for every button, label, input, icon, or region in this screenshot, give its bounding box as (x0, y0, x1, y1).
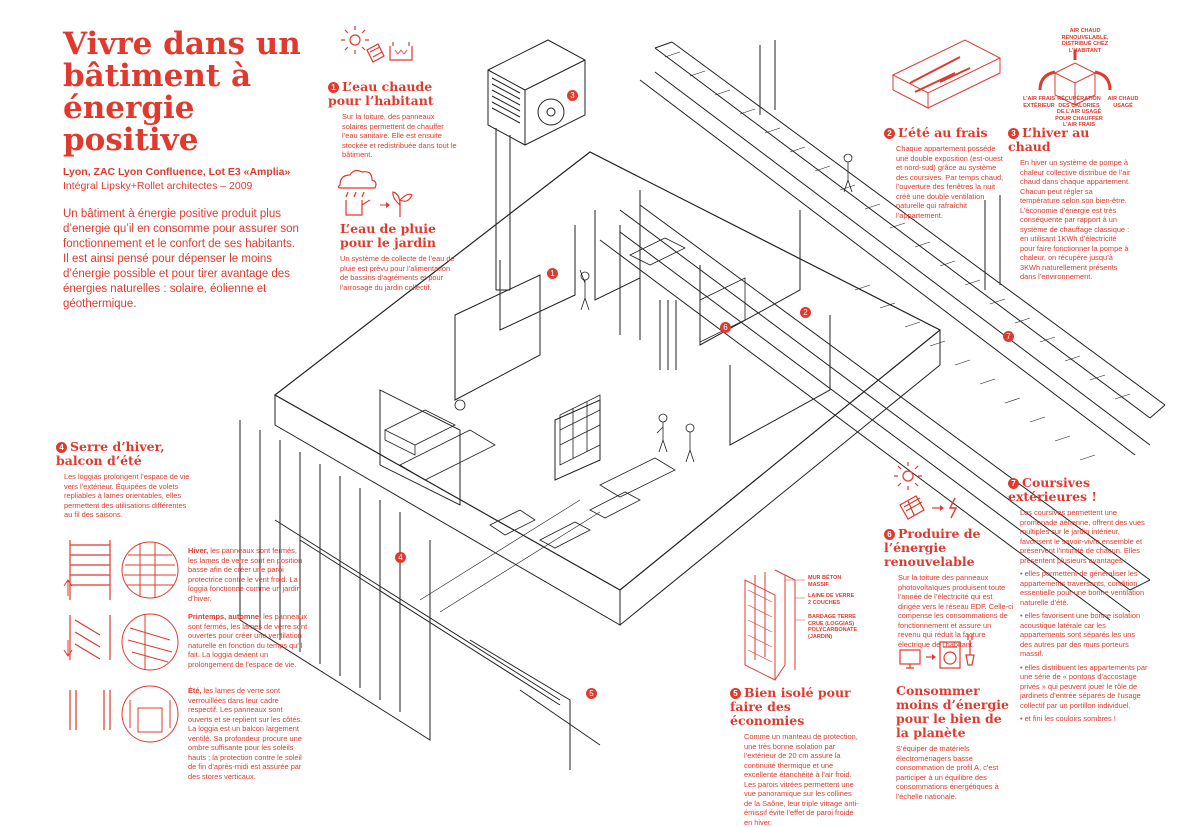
section-consume-less: Consommer moins d’énergie pour le bien d… (896, 684, 1016, 801)
insulation-diagram (744, 569, 805, 681)
rooftop-vent (487, 39, 586, 291)
section-rain-water-title: L’eau de pluie pour le jardin (340, 221, 436, 250)
marker-5: 5 (586, 684, 600, 702)
marker-3: 3 (567, 86, 581, 104)
section-insulation-body: Comme un manteau de protection, une très… (744, 732, 859, 827)
season-spring-autumn: Printemps, automne, les panneaux sont fe… (188, 612, 308, 669)
section-rain-water-body: Un système de collecte de l’eau de pluie… (340, 254, 455, 292)
rain-collection-icon (337, 169, 413, 217)
walkways-point-2: • elles favorisent une bonne isolation a… (1020, 611, 1141, 658)
walkways-point-3: • elles distribuent les appartements par… (1020, 662, 1148, 710)
marker-1: 1 (547, 264, 561, 282)
section-consume-less-title: Consommer moins d’énergie pour le bien d… (896, 683, 1009, 740)
label-glass-wool: LAINE DE VERRE 2 COUCHES (808, 593, 855, 606)
label-cladding: BARDAGE TERRE CRUE (LOGGIAS) POLYCARBONA… (808, 614, 858, 640)
marker-4: 4 (395, 548, 409, 566)
marker-2: 2 (800, 303, 814, 321)
label-air-frais: L’AIR FRAIS EXTÉRIEUR (1022, 96, 1056, 109)
marker-6: 6 (720, 318, 734, 336)
lower-walkway (599, 204, 1151, 621)
project-location: Lyon, ZAC Lyon Confluence, Lot E3 «Ampli… (63, 166, 291, 178)
label-air-chaud-renouvelable: AIR CHAUD RENOUVELABLE, DISTRIBUÉ CHEZ L… (1061, 28, 1109, 54)
project-architects: Intégral Lipsky+Rollet architectes – 200… (63, 180, 253, 192)
section-renewable-body: Sur la toiture des panneaux photovoltaïq… (898, 573, 1014, 649)
photovoltaic-icon (894, 462, 958, 520)
section-rain-water: L’eau de pluie pour le jardin Un système… (340, 222, 460, 292)
section-consume-less-body: S’équiper de matériels électroménagers b… (896, 744, 999, 801)
label-recuperation: RÉCUPÉRATION DES CALORIES DE L’AIR USAGÉ… (1055, 96, 1103, 128)
people (579, 153, 853, 463)
section-walkways-body: Les coursives permettent une promenade a… (1008, 508, 1148, 724)
marker-7: 7 (1003, 327, 1017, 345)
furniture (384, 237, 746, 549)
label-air-usage: AIR CHAUD USAGÉ (1107, 96, 1139, 109)
heat-exchange-diagram (891, 39, 1112, 109)
walkways-point-1: • elles permettent de généraliser les ap… (1020, 569, 1145, 607)
loggia-facade (239, 420, 601, 770)
section-winter-warm-body: En hiver un système de pompe à chaleur c… (1020, 158, 1131, 281)
section-hot-water-body: Sur la toiture, des panneaux solaires pe… (342, 112, 457, 159)
pipes (659, 300, 677, 370)
solar-water-icon (341, 26, 413, 63)
isometric-building-drawing (63, 26, 1166, 770)
intro-text: Un bâtiment à énergie positive produit p… (63, 208, 299, 310)
label-wall-concrete: MUR BÉTON MASSIF (808, 575, 842, 588)
season-summer: Été, les lames de verre sont verrouillée… (188, 686, 303, 781)
floor-slab (273, 151, 942, 626)
loggia-season-images (121, 541, 179, 743)
walkways-point-4: • et fini les couloirs sombres ! (1020, 714, 1116, 723)
walkways-intro: Les coursives permettent une promenade a… (1020, 508, 1145, 565)
appliance-icons (899, 634, 975, 669)
season-winter: Hiver, les panneaux sont fermés, les lam… (188, 546, 303, 603)
section-summer-cool-body: Chaque appartement posséde une double ex… (896, 144, 1004, 220)
page-title: Vivre dans un bâtiment à énergie positiv… (63, 26, 301, 158)
loggia-pictos (63, 540, 111, 730)
section-loggia-body: Les loggias prolongent l’espace de vie v… (64, 472, 190, 519)
upper-walkway (639, 40, 1166, 456)
